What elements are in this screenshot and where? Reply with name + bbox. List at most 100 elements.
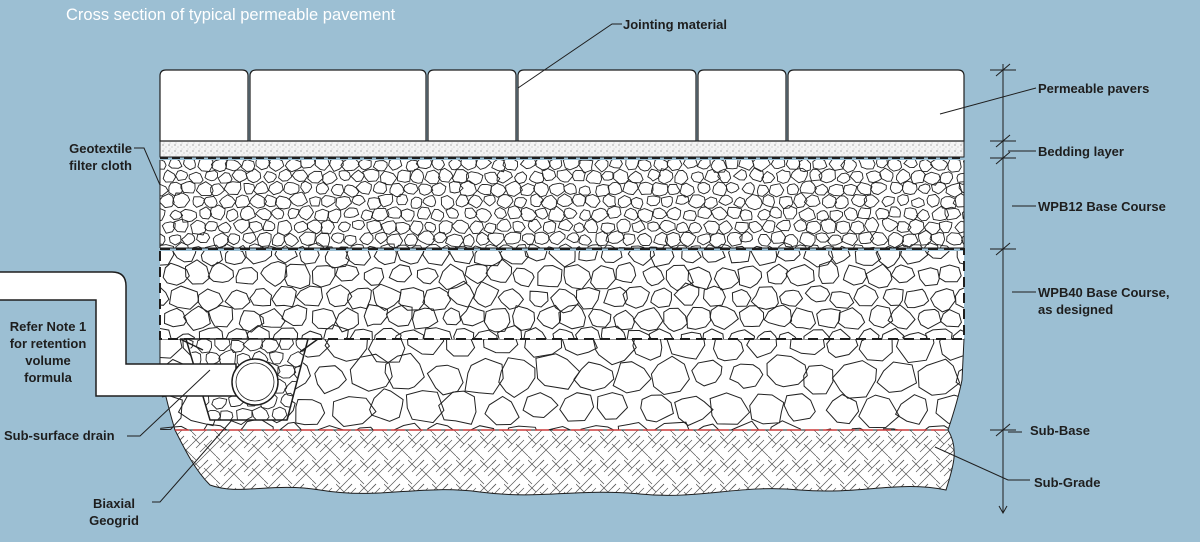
aggregate-stone xyxy=(958,181,964,194)
aggregate-stone xyxy=(242,232,257,244)
aggregate-stone xyxy=(680,331,703,339)
aggregate-stone xyxy=(673,282,700,306)
aggregate-stone xyxy=(160,286,170,306)
aggregate-stone xyxy=(418,183,434,196)
aggregate-stone xyxy=(370,207,389,222)
aggregate-stone xyxy=(640,394,674,423)
aggregate-stone xyxy=(951,420,964,430)
aggregate-stone xyxy=(778,242,794,248)
aggregate-stone xyxy=(761,170,776,184)
aggregate-stone xyxy=(497,288,525,310)
aggregate-stone xyxy=(182,305,211,331)
aggregate-stone xyxy=(738,305,765,328)
aggregate-stone xyxy=(702,285,726,307)
aggregate-stone xyxy=(911,197,925,209)
aggregate-stone xyxy=(246,324,270,339)
aggregate-stone xyxy=(324,251,350,269)
label-wpb40-base-course: WPB40 Base Course, as designed xyxy=(1038,284,1170,318)
aggregate-stone xyxy=(789,339,826,356)
aggregate-stone xyxy=(268,351,284,365)
aggregate-stone xyxy=(858,394,900,429)
aggregate-stone xyxy=(631,196,644,210)
aggregate-stone xyxy=(245,251,273,265)
aggregate-stone xyxy=(268,180,284,196)
aggregate-stone xyxy=(903,160,918,168)
label-refer-note-line3: volume xyxy=(25,353,71,368)
aggregate-stone xyxy=(798,160,811,173)
aggregate-stone xyxy=(396,244,411,248)
aggregate-stone xyxy=(307,170,324,184)
aggregate-stone xyxy=(775,219,791,232)
aggregate-stone xyxy=(287,207,300,220)
aggregate-stone xyxy=(947,160,962,173)
aggregate-stone xyxy=(894,394,929,425)
aggregate-stone xyxy=(807,244,820,248)
aggregate-stone xyxy=(180,180,196,194)
aggregate-stone xyxy=(858,339,893,362)
aggregate-stone xyxy=(297,205,315,221)
aggregate-stone xyxy=(697,206,713,219)
aggregate-stone xyxy=(168,181,183,197)
aggregate-stone xyxy=(682,209,697,221)
aggregate-stone xyxy=(709,232,727,248)
aggregate-stone xyxy=(306,219,323,235)
aggregate-stone xyxy=(281,304,308,327)
aggregate-stone xyxy=(561,339,598,356)
aggregate-stone xyxy=(169,209,184,220)
aggregate-stone xyxy=(913,425,956,430)
aggregate-stone xyxy=(411,307,439,330)
aggregate-stone xyxy=(363,304,389,327)
aggregate-stone xyxy=(666,206,682,221)
aggregate-stone xyxy=(253,180,269,195)
aggregate-stone xyxy=(793,192,808,209)
aggregate-stone xyxy=(837,307,866,330)
aggregate-stone xyxy=(583,218,599,233)
aggregate-stone xyxy=(768,183,785,198)
aggregate-stone xyxy=(249,287,273,307)
aggregate-stone xyxy=(961,235,964,246)
aggregate-stone xyxy=(732,168,748,181)
aggregate-stone xyxy=(785,160,801,170)
aggregate-stone xyxy=(487,232,505,247)
aggregate-stone xyxy=(750,286,779,310)
aggregate-stone xyxy=(451,219,470,234)
label-permeable-pavers: Permeable pavers xyxy=(1038,81,1150,96)
aggregate-stone xyxy=(210,160,228,173)
aggregate-stone xyxy=(314,365,347,395)
aggregate-stone xyxy=(674,169,689,185)
aggregate-stone xyxy=(592,339,637,366)
aggregate-stone xyxy=(483,194,496,207)
aggregate-stone xyxy=(857,181,873,196)
label-refer-note-line4: formula xyxy=(24,370,72,385)
aggregate-stone xyxy=(557,218,574,232)
aggregate-stone xyxy=(853,284,879,307)
label-biaxial-geogrid: Biaxial Geogrid xyxy=(76,495,152,529)
aggregate-stone xyxy=(606,205,622,219)
aggregate-stone xyxy=(367,339,406,363)
aggregate-stone xyxy=(204,170,219,182)
aggregate-stone xyxy=(746,339,778,359)
aggregate-stone xyxy=(608,160,623,169)
aggregate-stone xyxy=(588,308,612,328)
aggregate-stone xyxy=(180,208,198,223)
aggregate-stone xyxy=(422,251,450,266)
label-wpb40-line2: as designed xyxy=(1038,302,1114,317)
aggregate-stone xyxy=(718,220,733,235)
aggregate-stone xyxy=(239,205,257,221)
aggregate-stone xyxy=(600,251,623,264)
aggregate-stone xyxy=(198,326,224,339)
aggregate-stone xyxy=(625,160,640,171)
aggregate-stone xyxy=(503,231,522,245)
aggregate-stone xyxy=(274,251,298,264)
aggregate-stone xyxy=(890,264,916,284)
aggregate-stone xyxy=(315,181,330,195)
aggregate-stone xyxy=(175,333,195,339)
aggregate-stone xyxy=(829,209,844,223)
aggregate-stone xyxy=(426,422,458,430)
aggregate-stone xyxy=(726,231,743,247)
aggregate-stone xyxy=(195,181,214,197)
aggregate-stone xyxy=(767,420,802,430)
aggregate-stone xyxy=(799,232,816,247)
aggregate-stone xyxy=(726,182,740,194)
aggregate-stone xyxy=(286,351,308,368)
